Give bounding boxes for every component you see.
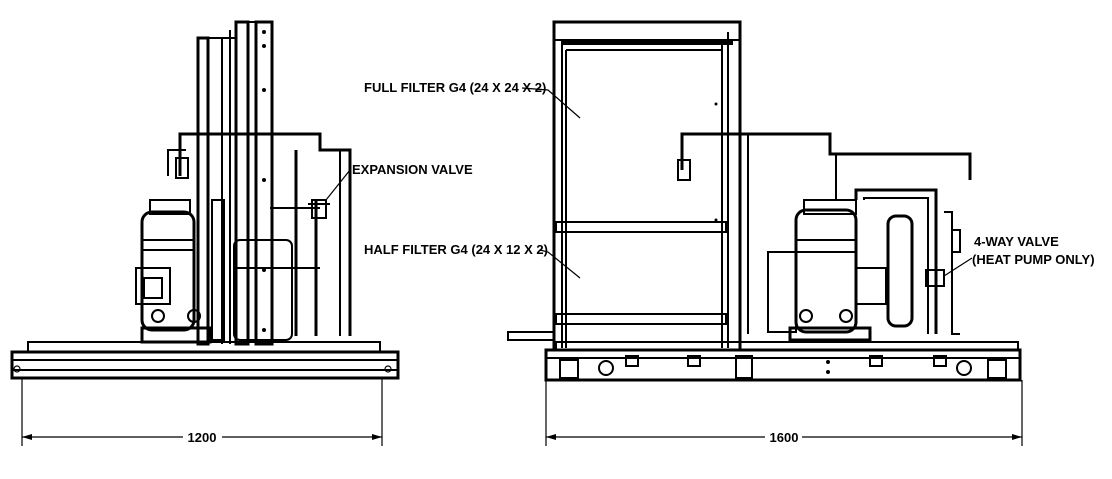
- dimension-left-width: 1200: [188, 430, 217, 445]
- filter-divider: [555, 221, 727, 233]
- right-compressor: [767, 199, 872, 342]
- right-base-frame: [544, 348, 1022, 382]
- label-four-way-valve: 4-WAY VALVE: [974, 234, 1059, 249]
- four-way-valve-body: [925, 269, 945, 287]
- left-receiver: [233, 239, 293, 341]
- dimension-right-width: 1600: [770, 430, 799, 445]
- right-drain-stub: [507, 331, 555, 341]
- label-full-filter: FULL FILTER G4 (24 X 24 X 2): [364, 80, 546, 95]
- right-view: [507, 20, 1023, 446]
- right-nozzle: [677, 159, 691, 181]
- filter-frame-outer: [552, 20, 742, 352]
- left-panel-post-1: [196, 36, 210, 346]
- left-panel-post-2: [234, 20, 250, 346]
- left-view: [10, 20, 400, 446]
- left-base-frame: [10, 350, 400, 380]
- label-expansion-valve: EXPANSION VALVE: [352, 162, 473, 177]
- left-panel-post-3: [254, 20, 274, 346]
- left-compressor: [135, 199, 212, 344]
- accumulator: [886, 214, 914, 328]
- label-heat-pump-only: (HEAT PUMP ONLY): [972, 252, 1095, 267]
- left-nozzle: [175, 157, 189, 179]
- right-receiver: [855, 267, 887, 305]
- label-half-filter: HALF FILTER G4 (24 X 12 X 2): [364, 242, 548, 257]
- leader-expansion-valve: [325, 169, 351, 201]
